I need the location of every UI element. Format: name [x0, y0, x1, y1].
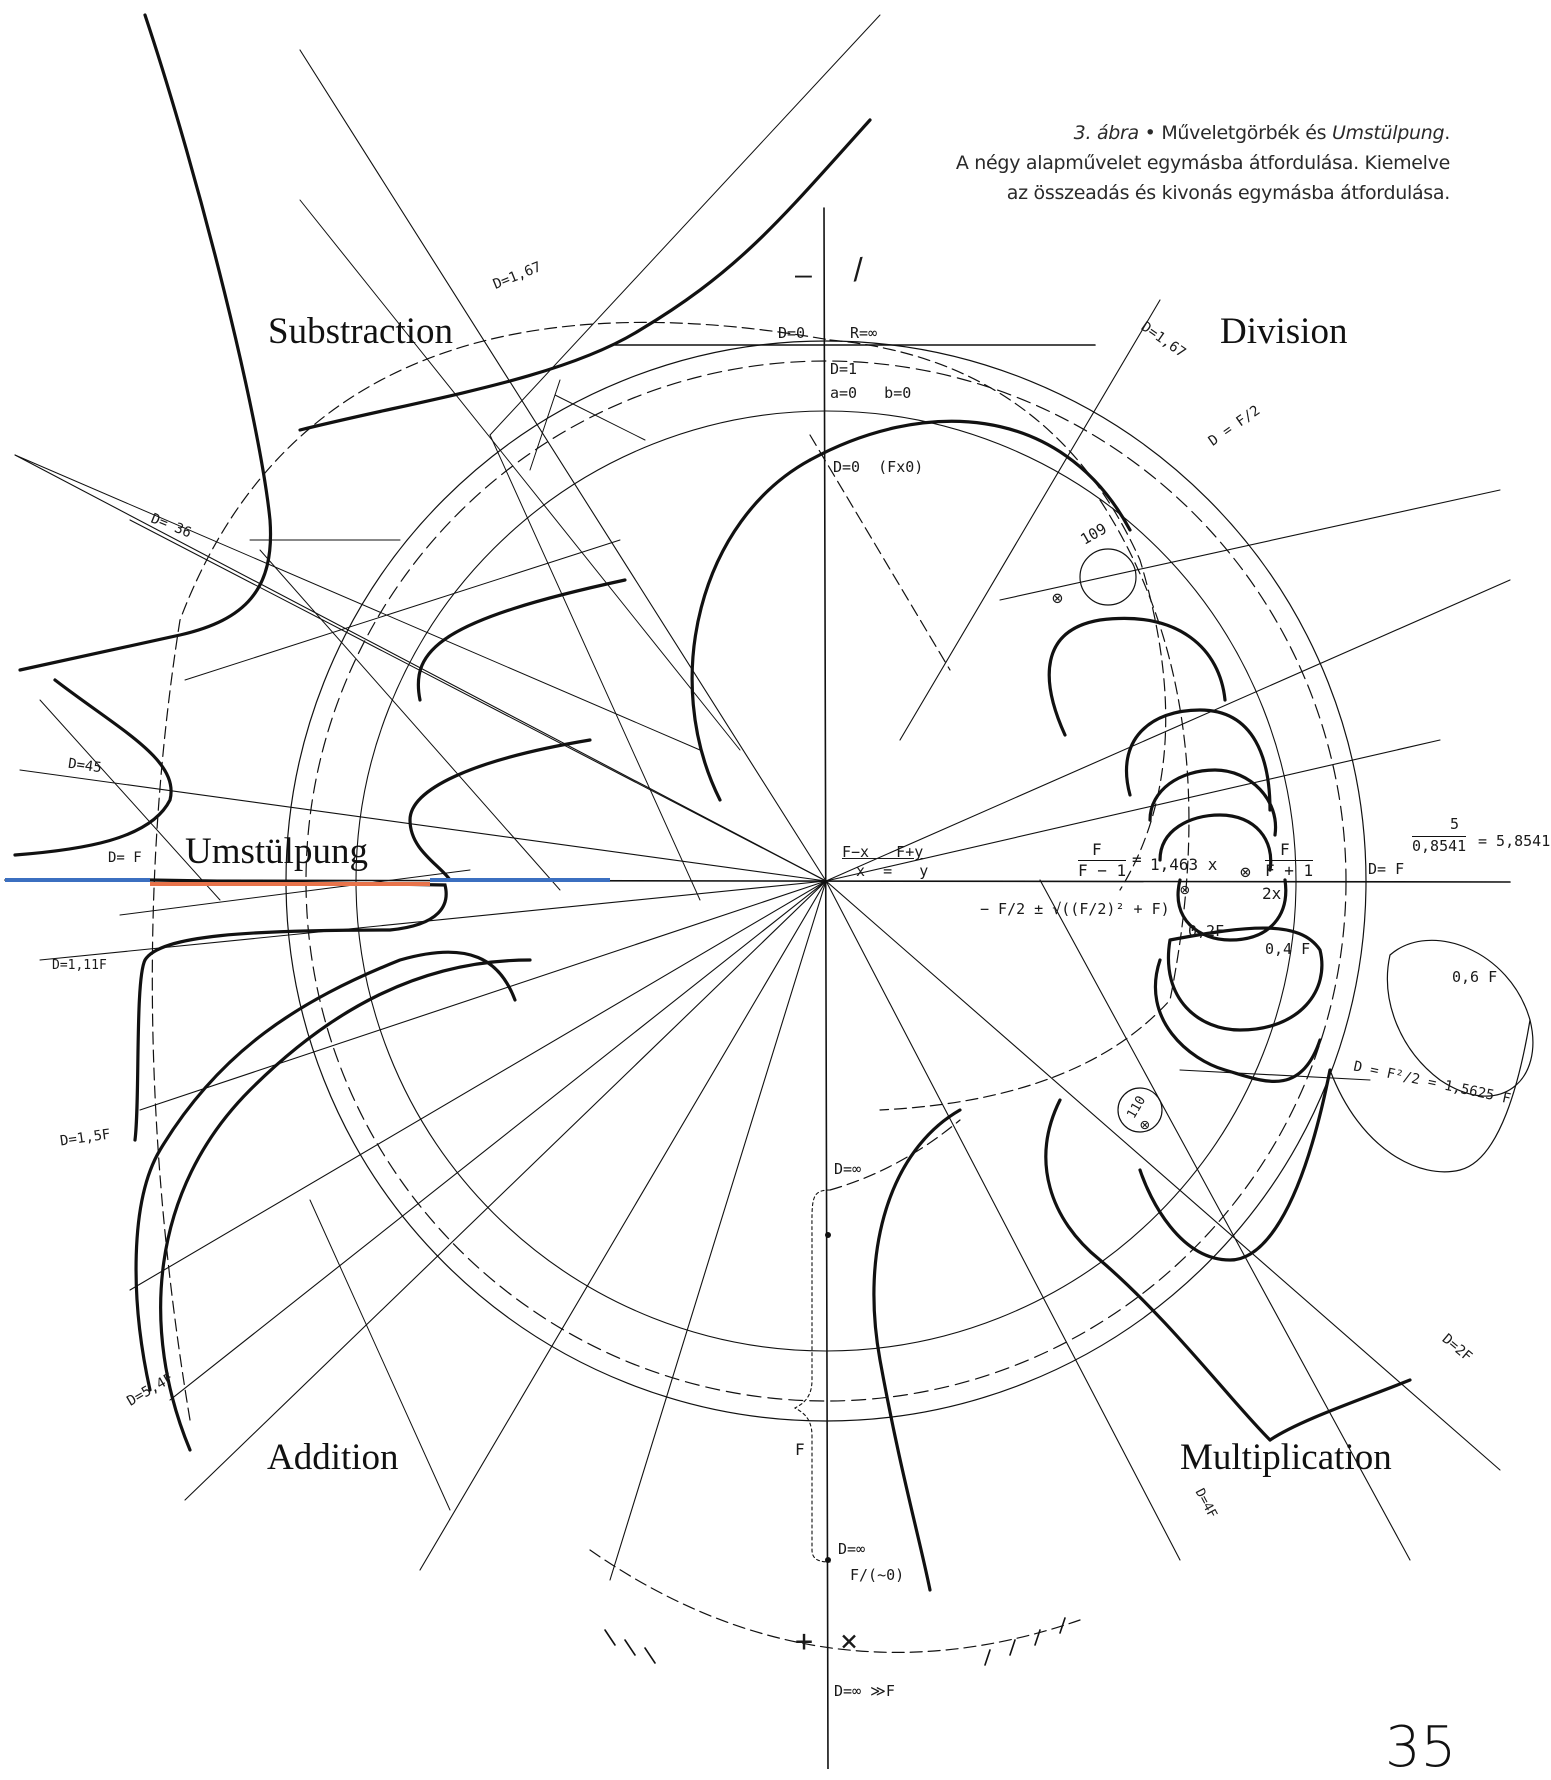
eq-fx-denominator: x = y	[856, 862, 929, 880]
figure-ref: 3. ábra	[1073, 122, 1140, 144]
inner-circle	[355, 410, 1297, 1352]
axis-dot-1	[825, 1232, 831, 1238]
label-addition: Addition	[267, 1437, 399, 1478]
f-brace	[793, 1189, 831, 1563]
middle-circle	[305, 360, 1347, 1402]
frac-f-1-denominator: F − 1	[1078, 860, 1127, 880]
times-mark: ×	[840, 1624, 859, 1659]
vertical-axis	[823, 207, 829, 1769]
label-d111f: D=1,11F	[52, 958, 107, 973]
frac-f-numerator: F	[1092, 840, 1102, 859]
caption-title: Műveletgörbék és	[1161, 122, 1327, 144]
caption-line-2: A négy alapművelet egymásba átfordulása.…	[955, 152, 1450, 174]
label-division: Division	[1220, 311, 1348, 352]
label-58541: = 5,8541	[1478, 832, 1551, 850]
label-02f: 0,2F	[1188, 922, 1225, 940]
label-d1: D=1	[830, 360, 858, 378]
label-f-tilde-0: F/(~0)	[850, 1566, 905, 1584]
otimes-mark-2: ⊗	[1240, 862, 1251, 883]
label-04f: 0,4 F	[1265, 940, 1311, 958]
label-multiplication: Multiplication	[1180, 1437, 1392, 1478]
axis-dot-2	[825, 1557, 831, 1563]
frac-fp1-denominator: F + 1	[1265, 860, 1314, 880]
otimes-mark-3: ⊗	[1180, 880, 1190, 899]
label-08541: 0,8541	[1412, 836, 1467, 855]
otimes-mark-4: ⊗	[1140, 1115, 1150, 1134]
otimes-mark-1: ⊗	[1052, 588, 1063, 609]
caption-line-3: az összeadás és kivonás egymásba átfordu…	[1006, 182, 1451, 204]
label-umstulpung: Umstülpung	[185, 831, 368, 872]
caption-bullet: •	[1144, 122, 1156, 144]
label-d0-fx0: D=0 (Fx0)	[833, 458, 924, 476]
quadratic-formula: − F/2 ± √((F/2)² + F)	[980, 900, 1170, 918]
multiplication-curves	[872, 878, 1412, 1592]
arrow-marks	[604, 1617, 1066, 1666]
label-06f: 0,6 F	[1452, 968, 1498, 986]
label-d-f-left: D= F	[108, 850, 142, 866]
label-2x: 2x	[1262, 884, 1282, 903]
addition-curves	[133, 738, 592, 1452]
ray-lines	[14, 49, 1511, 1581]
label-d-inf-gg-f: D=∞ ≫F	[834, 1682, 895, 1700]
caption-title-italic: Umstülpung	[1331, 122, 1445, 144]
minus-sign: —	[795, 258, 812, 291]
caption-title-end: .	[1444, 122, 1450, 144]
label-d-infinity-1: D=∞	[834, 1160, 862, 1178]
caption-line-1: 3. ábra • Műveletgörbék és Umstülpung.	[760, 118, 1451, 148]
frac-f2-numerator: F	[1280, 840, 1290, 859]
label-five: 5	[1450, 815, 1460, 833]
label-d-f-right: D= F	[1368, 860, 1405, 878]
division-curves	[690, 419, 1278, 872]
label-a0-b0: a=0 b=0	[830, 384, 912, 402]
substraction-curves	[13, 13, 872, 857]
label-f-brace: F	[795, 1440, 805, 1459]
construction-lines	[14, 14, 881, 1511]
plus-mark: +	[795, 1624, 814, 1659]
label-r-infinity: R=∞	[850, 324, 878, 342]
eq-sign: =	[1132, 850, 1142, 869]
thin-loops	[1079, 548, 1534, 1173]
label-substraction: Substraction	[268, 311, 453, 352]
eq-fx-numerator: F−x F+y	[842, 843, 924, 861]
label-d-infinity-2: D=∞	[838, 1540, 866, 1558]
label-d0-top: D=0	[778, 324, 806, 342]
page-number: 35	[1385, 1715, 1457, 1780]
label-1463x: 1,463 x	[1150, 855, 1218, 874]
figure-caption: 3. ábra • Műveletgörbék és Umstülpung. A…	[760, 118, 1450, 208]
